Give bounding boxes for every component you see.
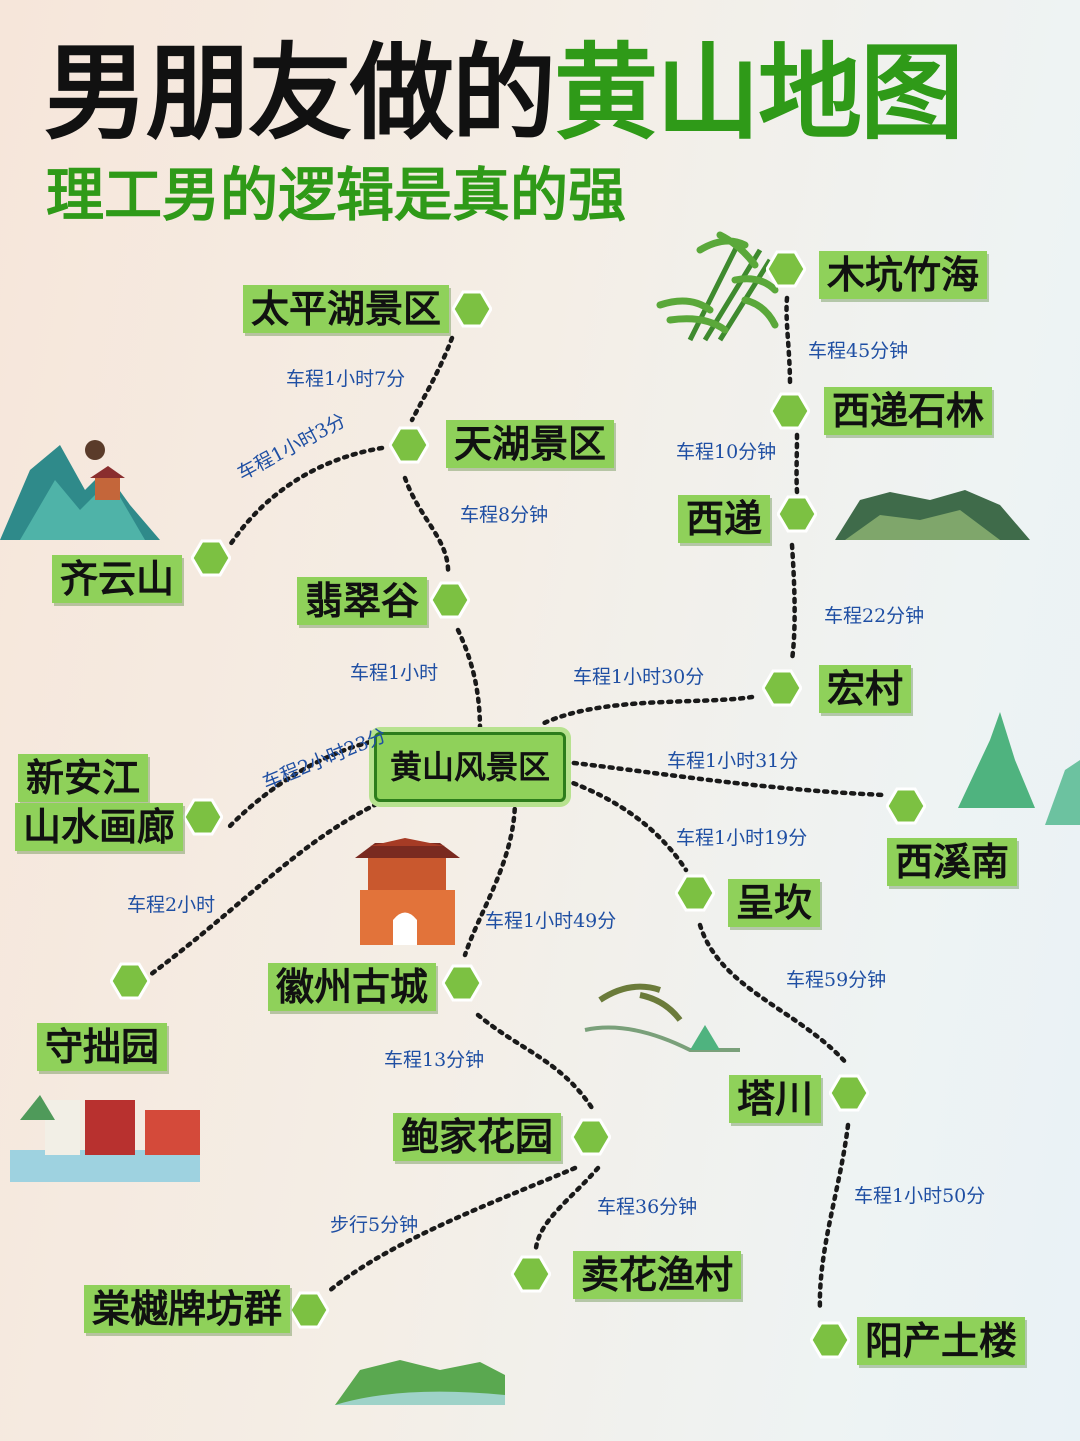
- hexagon-marker-icon[interactable]: [289, 1291, 329, 1329]
- hexagon-marker-icon[interactable]: [810, 1321, 850, 1359]
- place-hongcun[interactable]: 宏村: [819, 665, 912, 713]
- travel-time-xidi-hongcun: 车程22分钟: [824, 605, 925, 627]
- page-subtitle: 理工男的逻辑是真的强: [46, 161, 627, 229]
- travel-time-tianhu-feicuigu: 车程8分钟: [460, 504, 549, 526]
- hexagon-marker-icon[interactable]: [829, 1074, 869, 1112]
- place-maihua[interactable]: 卖花渔村: [573, 1251, 742, 1299]
- hexagon-marker-icon[interactable]: [770, 392, 810, 430]
- center-scenic-area[interactable]: 黄山风景区: [374, 732, 566, 802]
- travel-time-shouzhuoyuan-center: 车程2小时: [127, 894, 216, 916]
- hexagon-marker-icon[interactable]: [762, 669, 802, 707]
- place-chengkan[interactable]: 呈坎: [728, 879, 821, 927]
- hexagon-marker-icon[interactable]: [389, 426, 429, 464]
- travel-time-baojia-maihua: 车程36分钟: [597, 1196, 698, 1218]
- travel-time-xixinan-center: 车程1小时31分: [667, 750, 799, 772]
- mountain-illustration-right-top: [835, 490, 1030, 540]
- place-xidi[interactable]: 西递: [678, 495, 771, 543]
- place-huizhou[interactable]: 徽州古城: [268, 963, 437, 1011]
- hills-illustration-bottom: [335, 1360, 505, 1405]
- page-title: 男朋友做的黄山地图: [44, 36, 964, 150]
- place-qiyunshan[interactable]: 齐云山: [52, 555, 183, 603]
- ancient-gate-illustration: [355, 838, 460, 945]
- place-taipinghu[interactable]: 太平湖景区: [243, 285, 450, 333]
- hexagon-marker-icon[interactable]: [452, 290, 492, 328]
- travel-time-mukeng-xidishilin: 车程45分钟: [808, 340, 909, 362]
- travel-time-hongcun-center: 车程1小时30分: [573, 666, 705, 688]
- place-feicuigu[interactable]: 翡翠谷: [297, 577, 428, 625]
- place-tangyue[interactable]: 棠樾牌坊群: [84, 1285, 291, 1333]
- mountain-illustration-right-mid: [958, 712, 1080, 825]
- hexagon-marker-icon[interactable]: [777, 495, 817, 533]
- waterside-village-illustration: [10, 1095, 200, 1182]
- title-part-1: 男朋友做的: [44, 32, 556, 154]
- hexagon-marker-icon[interactable]: [442, 964, 482, 1002]
- hexagon-marker-icon[interactable]: [675, 874, 715, 912]
- travel-time-huizhou-baojia: 车程13分钟: [384, 1049, 485, 1071]
- hexagon-marker-icon[interactable]: [191, 539, 231, 577]
- hexagon-marker-icon[interactable]: [110, 962, 150, 1000]
- title-part-2: 黄山地图: [554, 32, 964, 154]
- place-baojia[interactable]: 鲍家花园: [393, 1113, 562, 1161]
- place-yangchan[interactable]: 阳产土楼: [857, 1317, 1026, 1365]
- travel-time-baojia-tangyue: 步行5分钟: [330, 1214, 419, 1236]
- hexagon-marker-icon[interactable]: [430, 581, 470, 619]
- travel-time-xidishilin-xidi: 车程10分钟: [676, 441, 777, 463]
- hexagon-marker-icon[interactable]: [886, 787, 926, 825]
- bamboo-illustration: [656, 231, 779, 342]
- pine-tree-illustration: [584, 983, 740, 1052]
- hexagon-marker-icon[interactable]: [766, 250, 806, 288]
- place-xinanjiang-line1[interactable]: 新安江: [18, 754, 149, 802]
- travel-time-chengkan-tachuan: 车程59分钟: [786, 969, 887, 991]
- travel-time-taipinghu-tianhu: 车程1小时7分: [286, 368, 406, 390]
- place-tachuan[interactable]: 塔川: [729, 1075, 822, 1123]
- place-mukeng[interactable]: 木坑竹海: [819, 251, 988, 299]
- place-xidishilin[interactable]: 西递石林: [824, 387, 993, 435]
- travel-time-chengkan-center: 车程1小时19分: [676, 827, 808, 849]
- routes: [147, 295, 888, 1313]
- place-tianhu[interactable]: 天湖景区: [446, 420, 615, 468]
- travel-time-tachuan-yangchan: 车程1小时50分: [854, 1185, 986, 1207]
- place-xinanjiang-line2[interactable]: 山水画廊: [15, 803, 184, 851]
- hexagon-marker-icon[interactable]: [511, 1255, 551, 1293]
- place-xixinan[interactable]: 西溪南: [887, 838, 1018, 886]
- travel-time-huizhou-center: 车程1小时49分: [485, 910, 617, 932]
- travel-time-feicuigu-center: 车程1小时: [350, 662, 439, 684]
- hexagon-marker-icon[interactable]: [183, 798, 223, 836]
- hexagon-marker-icon[interactable]: [571, 1118, 611, 1156]
- place-shouzhuoyuan[interactable]: 守拙园: [37, 1023, 168, 1071]
- mountain-illustration-left: [0, 440, 160, 540]
